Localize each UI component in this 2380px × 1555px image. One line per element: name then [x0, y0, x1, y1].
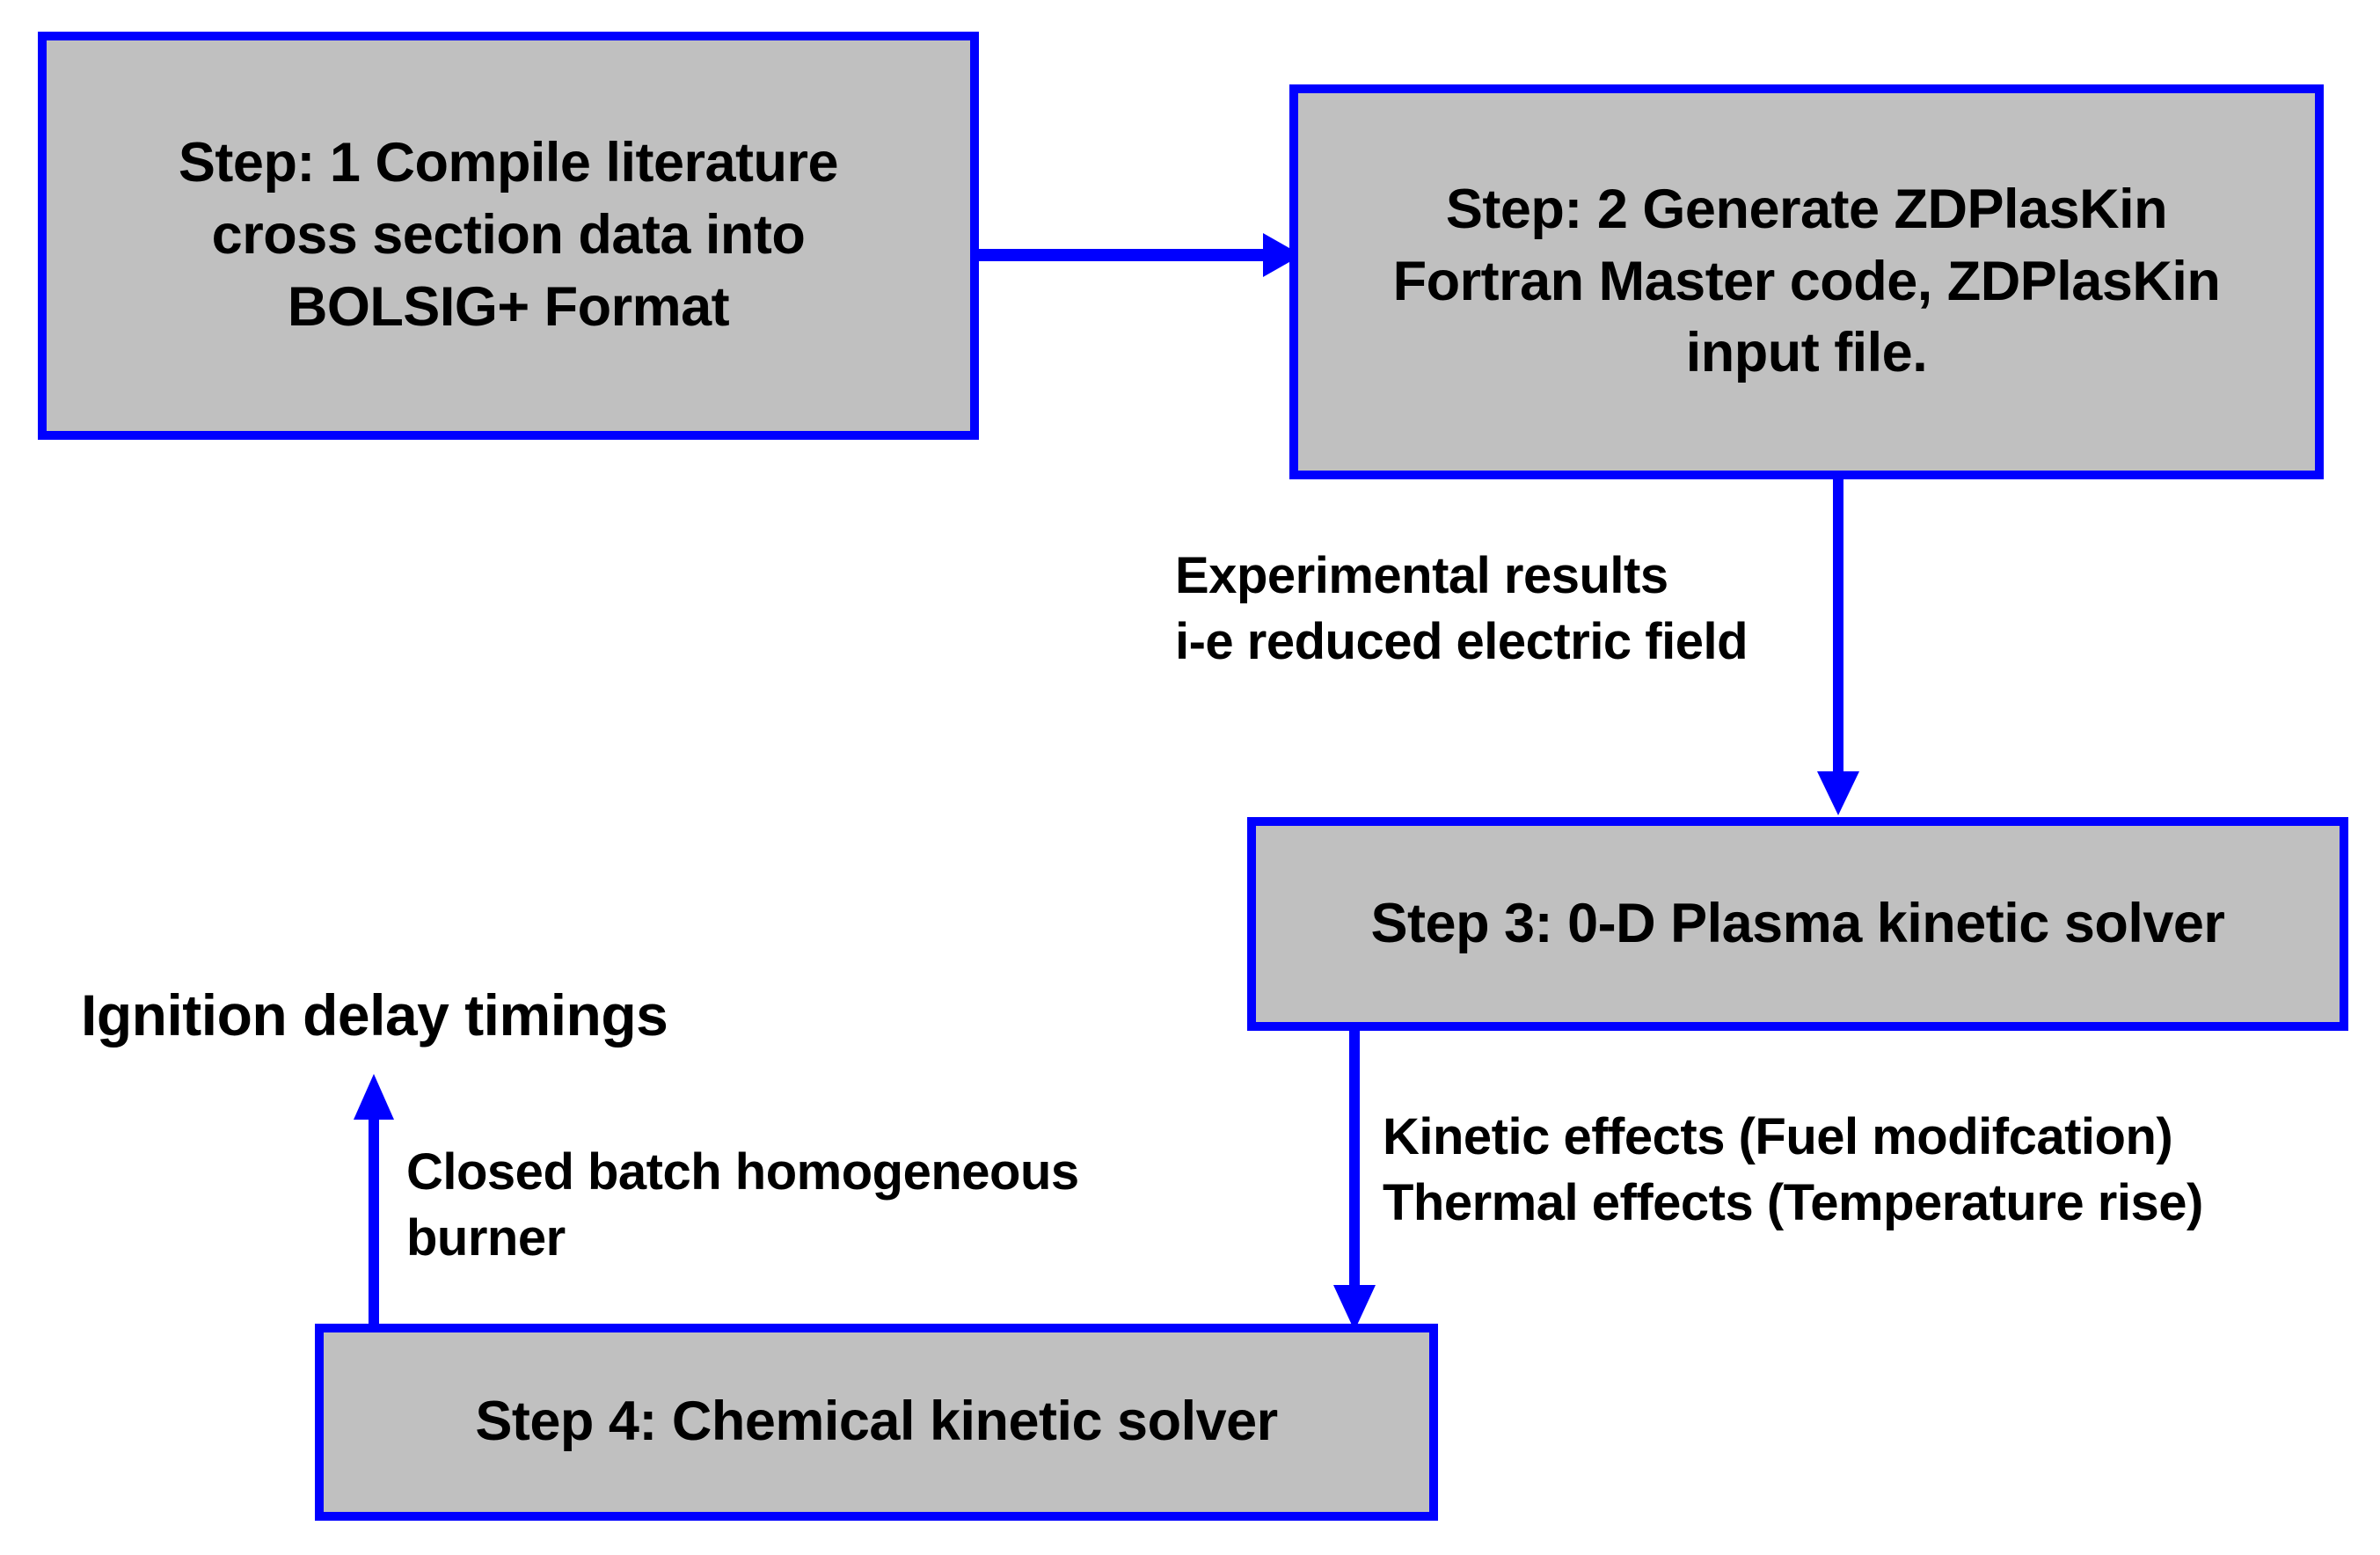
- step-4-label: Step 4: Chemical kinetic solver: [475, 1391, 1278, 1453]
- step-1-box[interactable]: Step: 1 Compile literature cross section…: [38, 32, 979, 440]
- edge-step4-to-ignition-delay: [330, 1069, 427, 1332]
- edge-label-closed-batch-burner: Closed batch homogeneous burner: [406, 1143, 1079, 1267]
- edge-step2-to-step3: [1794, 471, 1891, 831]
- step-2-box[interactable]: Step: 2 Generate ZDPlasKin Fortran Maste…: [1289, 84, 2324, 479]
- edge-label-experimental-results: Experimental results i-e reduced electri…: [1175, 547, 1748, 671]
- ignition-delay-timings-label: Ignition delay timings: [81, 982, 668, 1048]
- step-1-label: Step: 1 Compile literature cross section…: [178, 132, 839, 338]
- step-2-label: Step: 2 Generate ZDPlasKin Fortran Maste…: [1392, 178, 2221, 384]
- edge-label-kinetic-thermal-effects: Kinetic effects (Fuel modifcation) Therm…: [1383, 1108, 2203, 1232]
- step-4-box[interactable]: Step 4: Chemical kinetic solver: [315, 1324, 1438, 1521]
- edge-step1-to-step2: [967, 215, 1319, 295]
- step-3-label: Step 3: 0-D Plasma kinetic solver: [1370, 892, 2225, 954]
- edge-step3-to-step4: [1310, 1025, 1407, 1341]
- step-3-box[interactable]: Step 3: 0-D Plasma kinetic solver: [1247, 817, 2348, 1031]
